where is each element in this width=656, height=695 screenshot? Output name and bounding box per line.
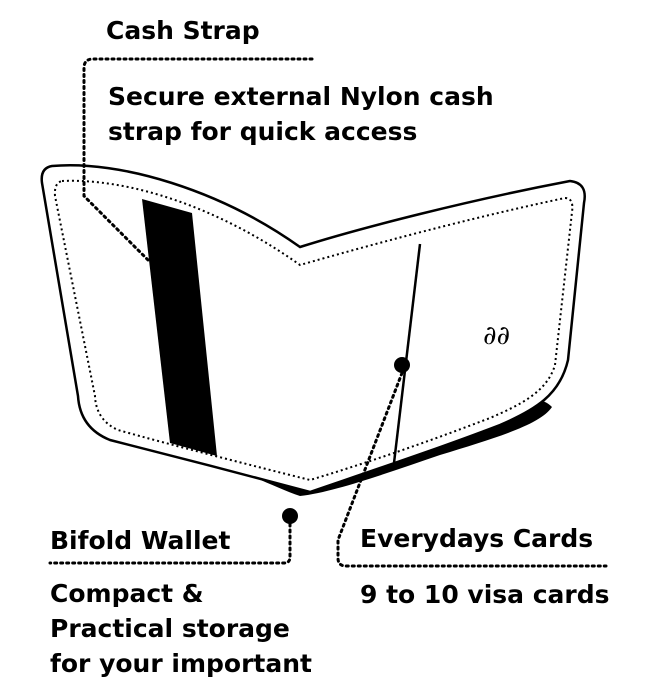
cash-strap-description-line: strap for quick access bbox=[108, 117, 418, 146]
cash-strap-description-line: Secure external Nylon cash bbox=[108, 82, 494, 111]
bifold-wallet-dot bbox=[282, 508, 298, 524]
everyday-cards-title: Everydays Cards bbox=[360, 524, 594, 553]
cash-strap-band bbox=[142, 199, 217, 456]
everyday-cards-description-line: 9 to 10 visa cards bbox=[360, 580, 610, 609]
bifold-wallet-description-line: Practical storage bbox=[50, 614, 290, 643]
wallet-stitching bbox=[53, 179, 574, 482]
bifold-wallet-title: Bifold Wallet bbox=[50, 526, 231, 555]
cash-strap-title: Cash Strap bbox=[106, 16, 260, 45]
everyday-cards-leader bbox=[336, 371, 608, 568]
card-slot-line bbox=[392, 243, 422, 464]
bifold-wallet-leader bbox=[48, 522, 292, 565]
wallet-bottom-edge bbox=[79, 396, 552, 496]
bifold-wallet-description: Compact & Practical storage for your imp… bbox=[50, 576, 312, 681]
bifold-wallet-description-line: Compact & bbox=[50, 579, 204, 608]
bifold-wallet-description-line: for your important bbox=[50, 649, 312, 678]
cash-strap-leader bbox=[82, 57, 314, 264]
everyday-cards-description: 9 to 10 visa cards bbox=[360, 577, 610, 612]
cash-strap-description: Secure external Nylon cash strap for qui… bbox=[108, 79, 494, 149]
everyday-cards-dot bbox=[394, 357, 410, 373]
brand-logo: ∂∂ bbox=[483, 321, 510, 351]
